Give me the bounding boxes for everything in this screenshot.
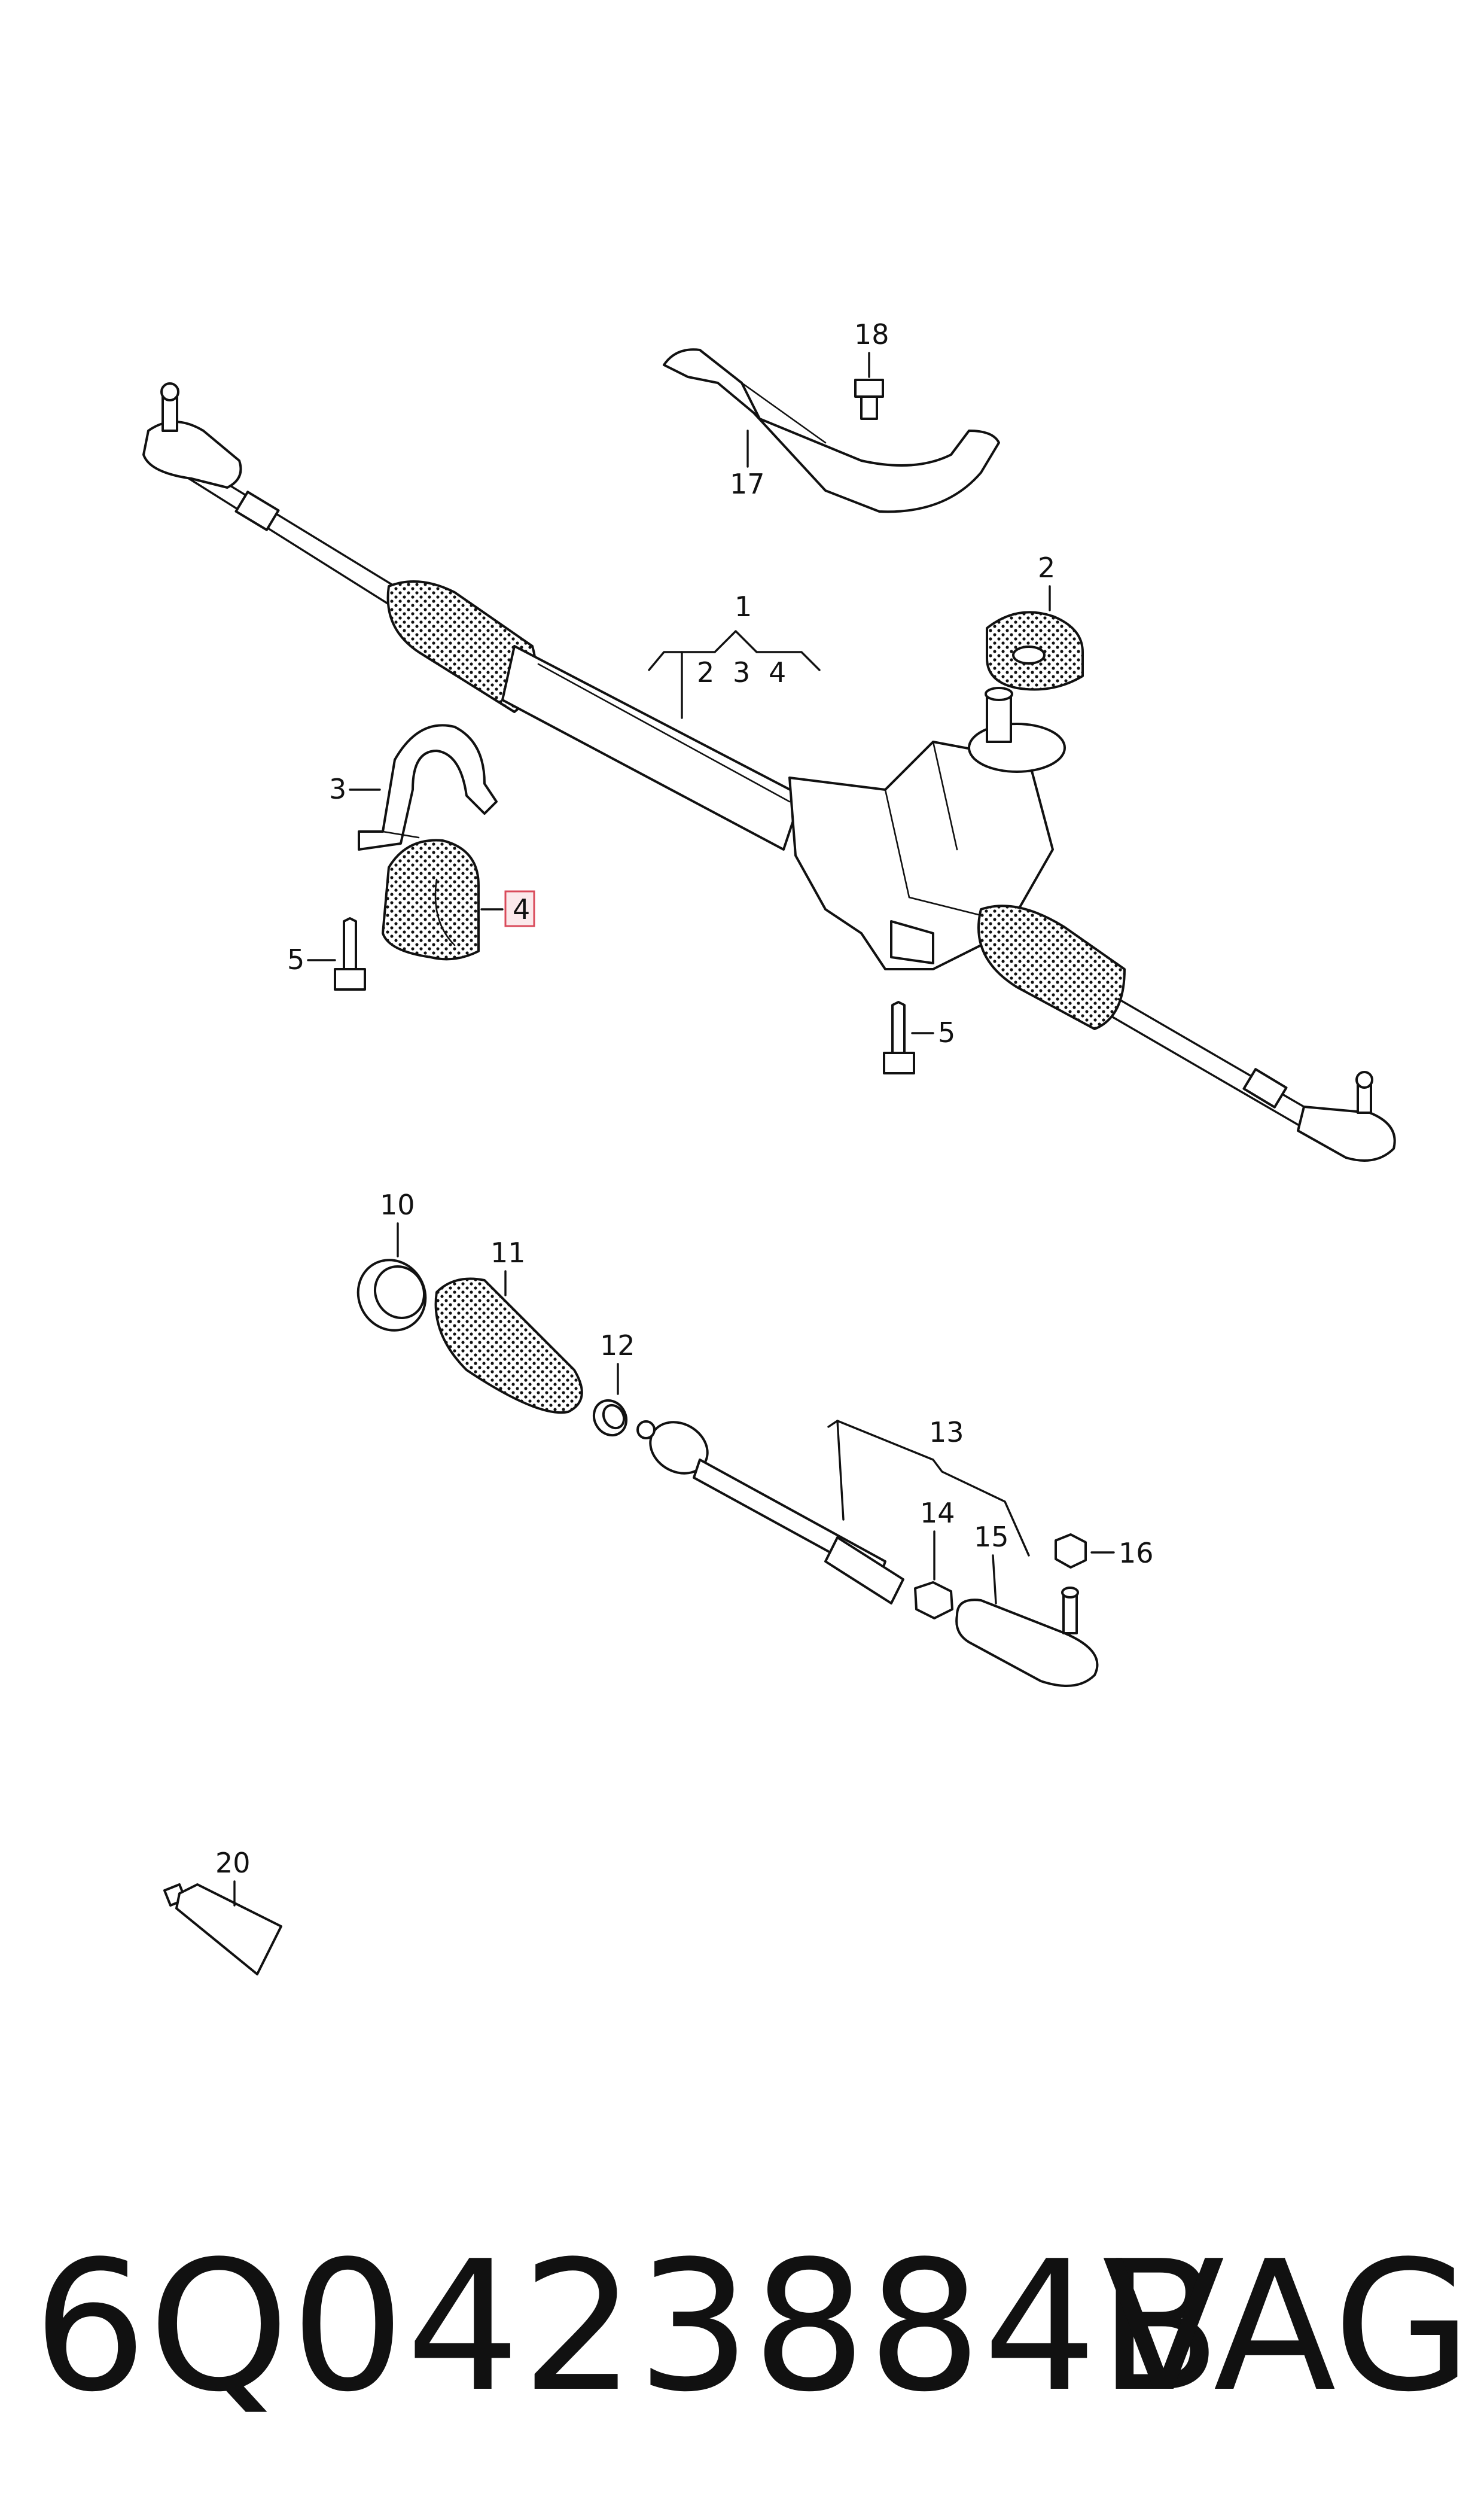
nut-16 bbox=[1055, 1533, 1087, 1569]
callout-5-left: 5 bbox=[287, 943, 304, 976]
pinion-cap bbox=[968, 723, 1066, 773]
callout-3: 3 bbox=[329, 773, 346, 805]
clip-12 bbox=[592, 1399, 628, 1437]
callout-14: 14 bbox=[920, 1497, 955, 1529]
callout-4-highlight-box bbox=[504, 890, 535, 927]
steering-rack-assembly bbox=[142, 382, 1396, 1162]
grease-tube-20 bbox=[163, 1883, 282, 1975]
nut-14 bbox=[914, 1581, 953, 1619]
callout-18: 18 bbox=[854, 318, 889, 351]
callout-2: 2 bbox=[1038, 552, 1055, 584]
boot-11 bbox=[434, 1277, 583, 1414]
part-number-label: 6Q0423884B bbox=[33, 2222, 1223, 2431]
callout-4: 4 bbox=[513, 893, 530, 925]
callout-17: 17 bbox=[730, 468, 765, 500]
tie-rod-end-15 bbox=[955, 1587, 1099, 1687]
left-tie-rod-end bbox=[142, 421, 242, 489]
callout-1-sub-4: 4 bbox=[769, 656, 786, 689]
support-bracket-body bbox=[663, 348, 1000, 513]
steering-rack-diagram: 1 2 3 4 17 18 2 3 4 5 5 bbox=[142, 318, 1396, 1975]
clip-10 bbox=[356, 1259, 427, 1332]
callout-16: 16 bbox=[1119, 1537, 1154, 1569]
right-tie-rod-end bbox=[1297, 1106, 1396, 1162]
footer: 6Q0423884B VAG bbox=[0, 2237, 1484, 2417]
callout-12: 12 bbox=[600, 1329, 635, 1362]
rack-housing-tube bbox=[501, 645, 803, 851]
callout-11: 11 bbox=[490, 1237, 526, 1269]
clamp-3 bbox=[358, 724, 498, 851]
callout-20: 20 bbox=[215, 1847, 251, 1879]
brand-label: VAG bbox=[1102, 2222, 1472, 2431]
callout-1-sub-3: 3 bbox=[733, 656, 750, 689]
callout-5-right: 5 bbox=[938, 1016, 955, 1049]
callout-1: 1 bbox=[735, 590, 752, 623]
rubber-mount-2 bbox=[986, 611, 1084, 691]
callout-13-bracket bbox=[827, 1420, 1030, 1557]
support-bracket bbox=[663, 348, 1000, 513]
bolt-18 bbox=[854, 379, 884, 420]
callout-1-bracket bbox=[648, 630, 821, 671]
mounting-lug bbox=[890, 920, 934, 964]
right-rack-boot bbox=[977, 905, 1126, 1030]
bushing-4 bbox=[382, 839, 480, 961]
callout-10: 10 bbox=[380, 1189, 415, 1221]
bolt-5-left bbox=[334, 917, 366, 991]
bolt-5-right bbox=[883, 1001, 915, 1074]
callout-15: 15 bbox=[974, 1521, 1009, 1553]
inner-tie-rod-13 bbox=[636, 1420, 904, 1604]
callout-13: 13 bbox=[929, 1416, 964, 1448]
callout-1-sub-2: 2 bbox=[697, 656, 714, 689]
